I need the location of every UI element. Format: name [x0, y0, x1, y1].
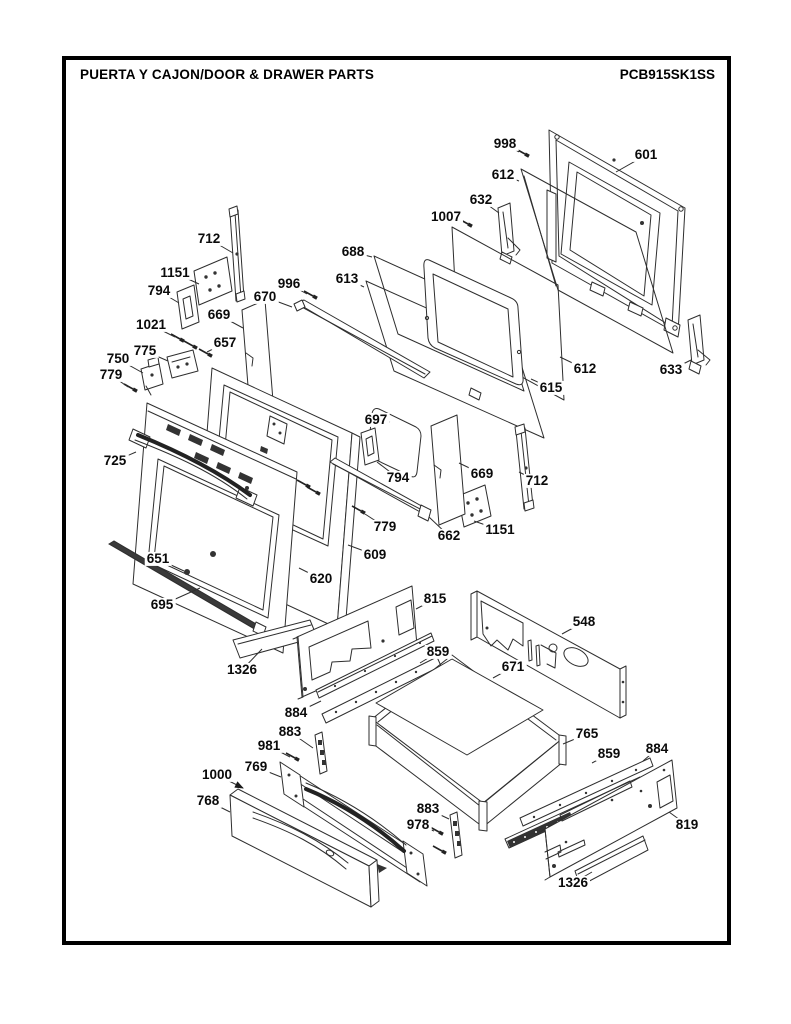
part-750-hinge-assembly — [140, 356, 164, 396]
part-670-trim-strip — [293, 299, 431, 379]
part-632-door-lock-left — [497, 175, 557, 287]
part-548-drawer-back-panel — [470, 590, 627, 719]
part-998-screw — [514, 147, 531, 158]
part-996-screw — [302, 289, 319, 300]
part-775-bracket — [166, 349, 199, 379]
part-978-screw-b — [431, 844, 448, 855]
part-794-plate-center — [360, 427, 380, 466]
part-620-door-front-panel — [132, 402, 298, 654]
part-1021-screw-b — [182, 339, 199, 350]
part-1151-plate-top — [193, 256, 233, 306]
part-662-support-bar — [329, 457, 432, 522]
part-615-door-window-frame — [423, 259, 524, 401]
part-769-drawer-front-inner-panel — [279, 761, 428, 887]
part-859-drawer-slide-left — [315, 632, 435, 699]
part-712-side-trim-right — [514, 423, 535, 512]
part-712-side-trim-left — [228, 205, 246, 303]
part-1007-screw — [457, 217, 474, 228]
part-1151-plate-center — [457, 484, 492, 528]
part-883-guide-left — [314, 731, 328, 775]
part-819-drawer-side-panel-right — [539, 759, 678, 881]
part-794-plate-top — [176, 284, 200, 330]
page-header: PUERTA Y CAJON/DOOR & DRAWER PARTS PCB91… — [66, 60, 727, 94]
part-669-insulation-strip-center — [430, 414, 466, 526]
part-815-drawer-side-panel-left — [292, 585, 418, 700]
part-601-door-outer-panel — [546, 129, 686, 338]
part-633-door-lock-right — [687, 314, 711, 375]
part-725-door-handle — [128, 428, 258, 507]
part-1021-screw-a — [169, 332, 186, 343]
part-671-drawer-liner-sheet — [375, 658, 544, 756]
part-884-drawer-rail-right — [519, 757, 654, 827]
model-number: PCB915SK1SS — [619, 67, 715, 82]
part-981-screw — [284, 751, 301, 762]
page-title: PUERTA Y CAJON/DOOR & DRAWER PARTS — [80, 67, 375, 82]
part-768-drawer-front-panel — [229, 788, 380, 908]
part-883-guide-right — [449, 811, 463, 859]
